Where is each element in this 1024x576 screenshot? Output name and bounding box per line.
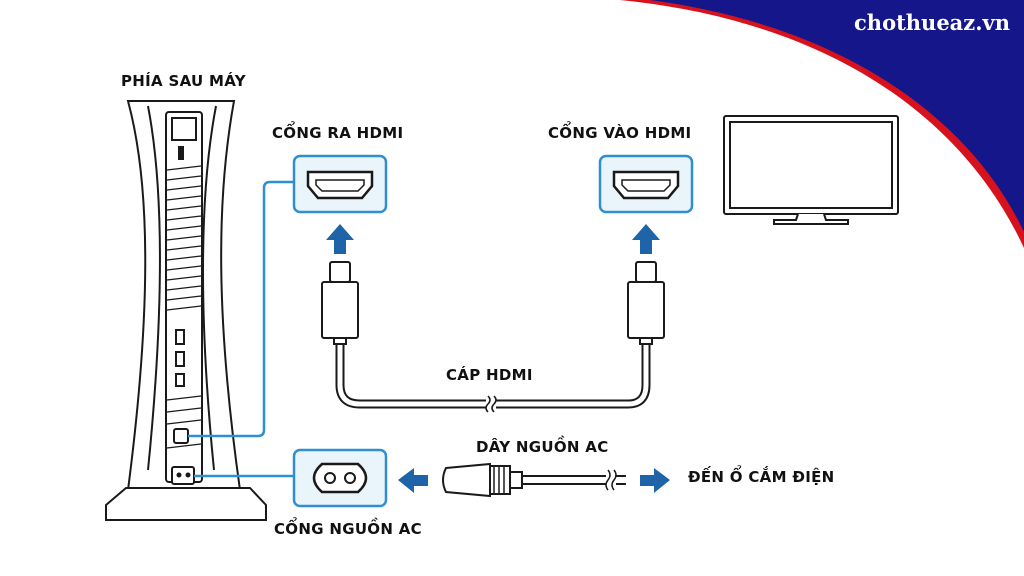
console-hdmi-port xyxy=(173,428,189,444)
arrow-left-icon xyxy=(398,468,428,493)
hdmi-in-port-icon xyxy=(598,154,694,214)
hdmi-out-port-icon xyxy=(292,154,388,214)
power-plug-icon xyxy=(442,462,626,498)
brand-banner xyxy=(620,0,1024,248)
console-vent-slats xyxy=(166,165,202,449)
label-hdmi-cable: CÁP HDMI xyxy=(446,366,533,384)
hdmi-cable-icon xyxy=(321,261,665,413)
ac-port-icon xyxy=(292,448,388,508)
label-hdmi-out: CỔNG RA HDMI xyxy=(272,124,404,142)
console-ac-port xyxy=(171,466,195,485)
label-console-back: PHÍA SAU MÁY xyxy=(121,72,246,90)
arrow-right-icon xyxy=(640,468,670,493)
connector-lines xyxy=(188,180,294,478)
tv-icon xyxy=(723,115,899,225)
label-ac-port: CỔNG NGUỒN AC xyxy=(274,520,422,538)
label-hdmi-in: CỔNG VÀO HDMI xyxy=(548,124,692,142)
console-icon xyxy=(105,100,267,521)
brand-watermark: chothueaz.vn xyxy=(854,10,1010,35)
arrow-up-icon xyxy=(632,224,660,254)
label-ac-cord: DÂY NGUỒN AC xyxy=(476,438,609,456)
arrow-up-icon xyxy=(326,224,354,254)
label-to-outlet: ĐẾN Ổ CẮM ĐIỆN xyxy=(688,468,835,486)
